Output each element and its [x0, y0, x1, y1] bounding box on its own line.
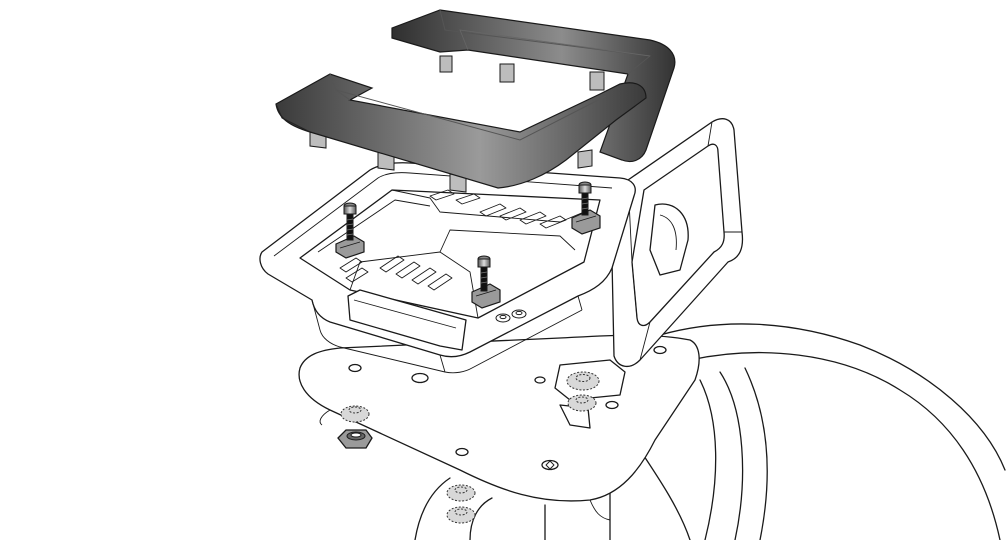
motorcycle-body: [414, 323, 1006, 540]
washer-icon: [446, 506, 476, 524]
bolt-icon: [477, 255, 491, 292]
fasteners: [335, 181, 601, 323]
bolt-icon: [343, 202, 357, 241]
cover-panel-rear: [391, 9, 676, 163]
clamp-icon: [571, 209, 601, 235]
nut-icon: [495, 309, 527, 323]
rack-backrest-frame: [611, 118, 744, 367]
washer-icon: [567, 394, 597, 412]
clamp-icon: [335, 235, 365, 259]
bolt-icon: [578, 181, 592, 216]
clamp-icon: [471, 283, 501, 309]
rack-slots: [339, 189, 567, 291]
washer-icon: [340, 405, 370, 423]
washer-icon: [446, 484, 476, 502]
nut-icon: [337, 429, 373, 449]
hardware-under-plate: [337, 371, 600, 524]
cover-panel-front: [275, 73, 647, 193]
mounting-plate: [298, 334, 700, 521]
washer-icon: [566, 371, 600, 391]
